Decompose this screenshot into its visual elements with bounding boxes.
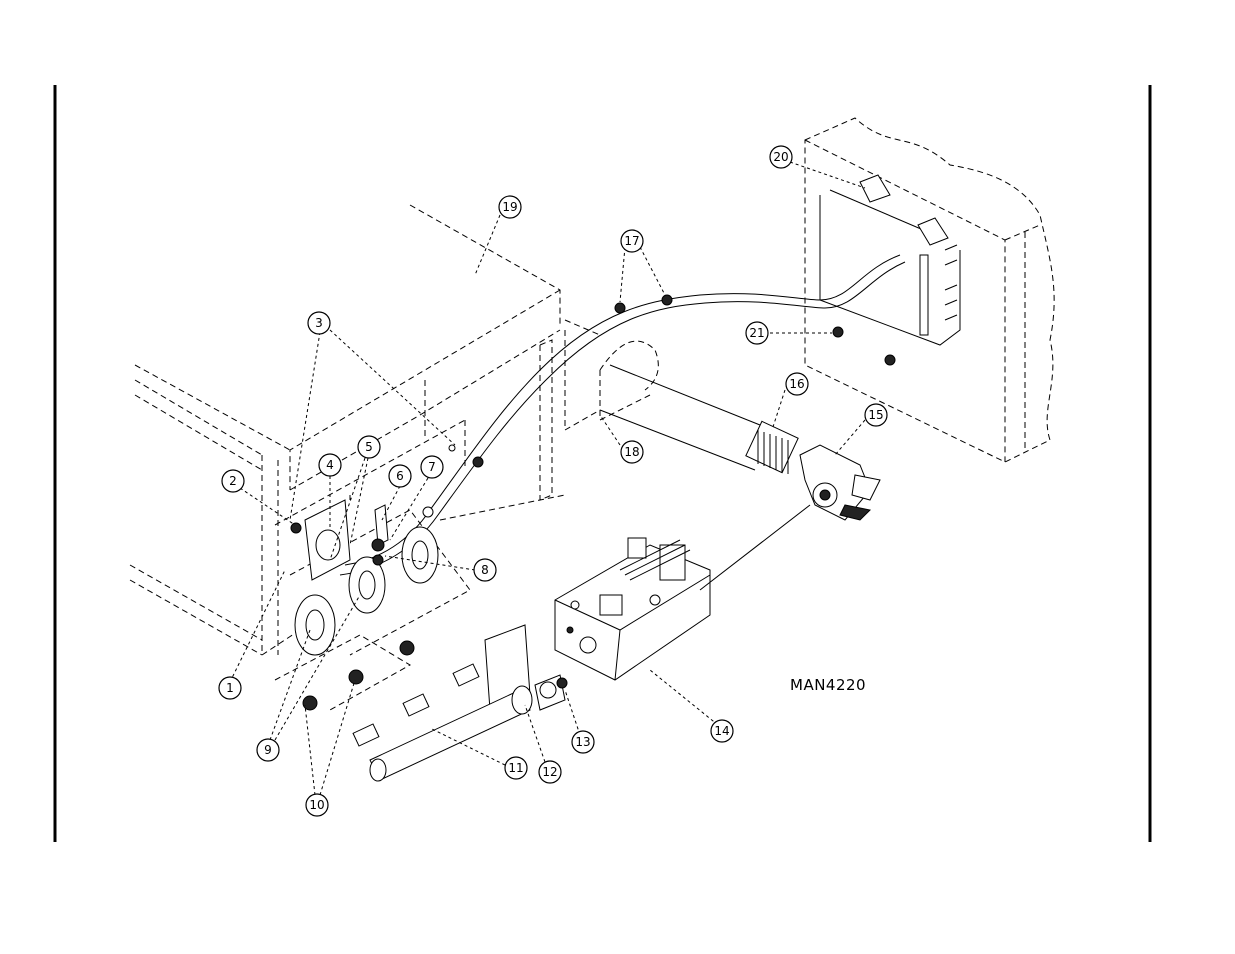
screws — [614, 294, 896, 366]
callout-15: 15 — [864, 403, 888, 427]
callout-5: 5 — [357, 435, 381, 459]
callout-1: 1 — [218, 676, 242, 700]
callout-7: 7 — [420, 455, 444, 479]
callout-8-label: 8 — [481, 563, 489, 577]
callout-20-label: 20 — [773, 150, 788, 164]
callout-14: 14 — [710, 719, 734, 743]
burner-orifices — [352, 663, 480, 747]
callout-4: 4 — [318, 453, 342, 477]
terminal-strip — [919, 244, 958, 336]
callout-16-label: 16 — [789, 377, 804, 391]
callout-19-label: 19 — [502, 200, 517, 214]
burner-plate — [274, 509, 471, 711]
gas-valve-assembly — [799, 444, 881, 521]
flexible-duct — [745, 420, 799, 474]
control-module — [554, 537, 711, 681]
callout-7-label: 7 — [428, 460, 436, 474]
wall-panel — [804, 117, 1055, 463]
callout-8: 8 — [473, 558, 497, 582]
callout-16: 16 — [785, 372, 809, 396]
callout-1-label: 1 — [226, 681, 234, 695]
callout-12-label: 12 — [542, 765, 557, 779]
callout-2: 2 — [221, 469, 245, 493]
fittings — [302, 640, 415, 711]
callout-14-label: 14 — [714, 724, 729, 738]
callout-18-label: 18 — [624, 445, 639, 459]
callout-10-label: 10 — [309, 798, 324, 812]
callout-2-label: 2 — [229, 474, 237, 488]
callout-17: 17 — [620, 229, 644, 253]
callout-21-label: 21 — [749, 326, 764, 340]
callout-19: 19 — [498, 195, 522, 219]
igniter-assembly — [290, 444, 484, 581]
callout-17-label: 17 — [624, 234, 639, 248]
callout-6-label: 6 — [396, 469, 404, 483]
callout-9-label: 9 — [264, 743, 272, 757]
callout-18: 18 — [620, 440, 644, 464]
vent-pipe — [599, 364, 799, 474]
callout-4-label: 4 — [326, 458, 334, 472]
callout-11: 11 — [504, 756, 528, 780]
callout-3-label: 3 — [315, 316, 323, 330]
leader-lines — [229, 161, 866, 796]
callout-13: 13 — [571, 730, 595, 754]
burner-manifold — [352, 624, 568, 782]
callout-5-label: 5 — [365, 440, 373, 454]
drawing-id-label: MAN4220 — [790, 676, 866, 694]
callout-10: 10 — [305, 793, 329, 817]
callout-9: 9 — [256, 738, 280, 762]
callout-6: 6 — [388, 464, 412, 488]
callout-13-label: 13 — [575, 735, 590, 749]
callouts: 1 2 3 4 5 6 7 8 9 10 11 12 13 14 15 16 1… — [218, 145, 888, 817]
callout-21: 21 — [745, 321, 769, 345]
callout-15-label: 15 — [868, 408, 883, 422]
callout-12: 12 — [538, 760, 562, 784]
callout-20: 20 — [769, 145, 793, 169]
callout-3: 3 — [307, 311, 331, 335]
callout-11-label: 11 — [508, 761, 523, 775]
